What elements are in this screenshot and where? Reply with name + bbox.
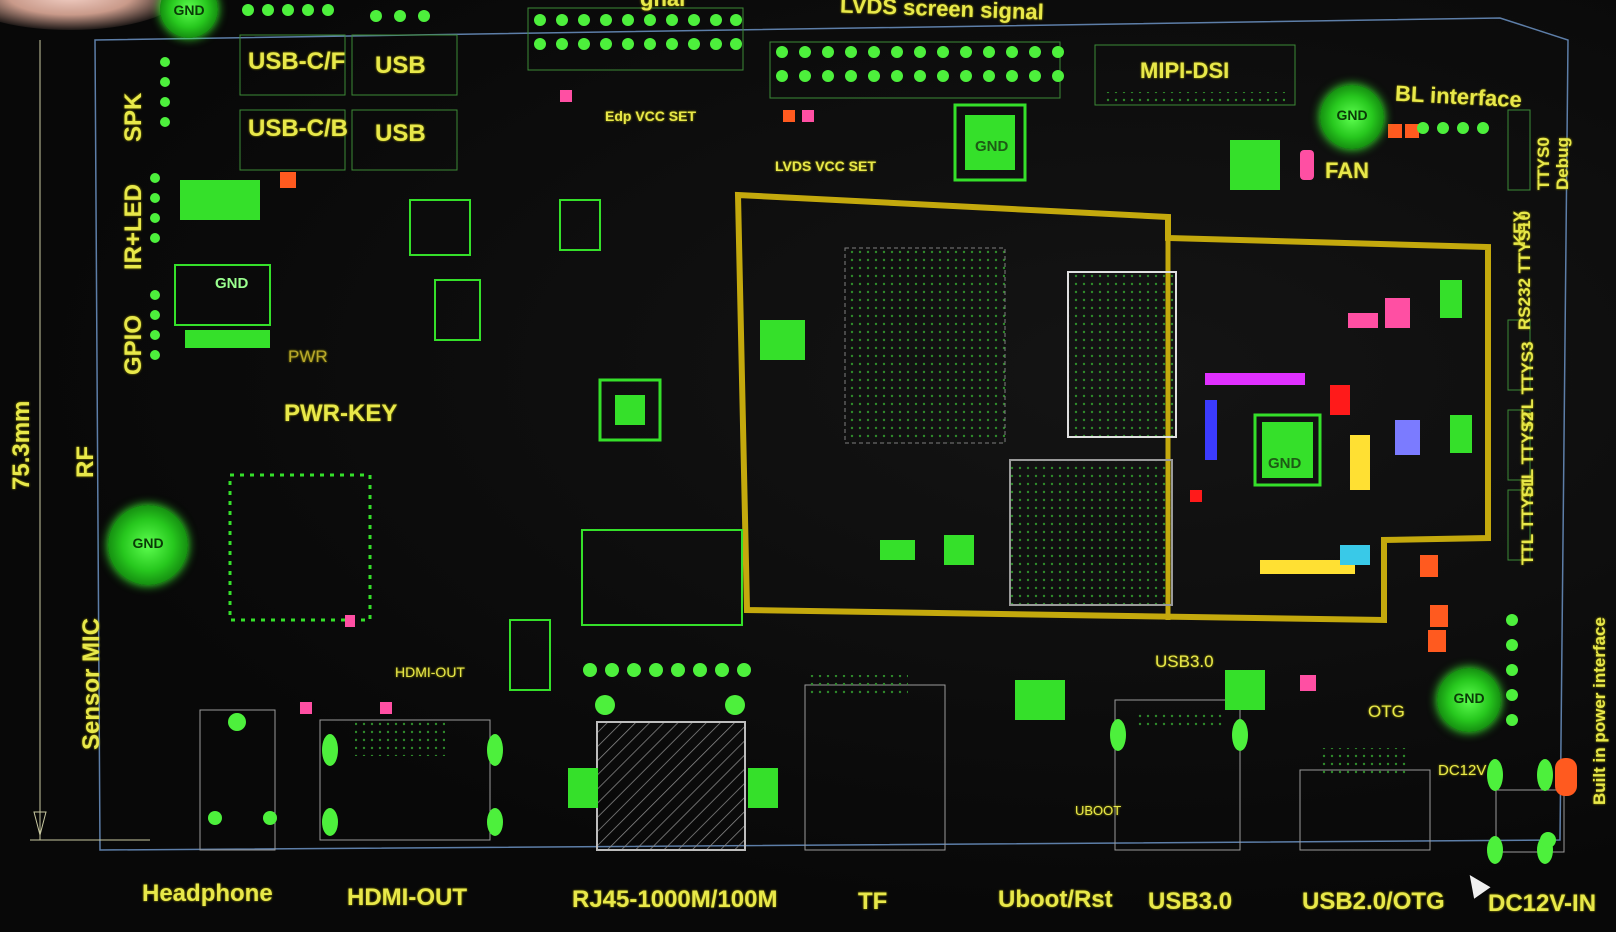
rj45-connector (596, 721, 746, 851)
gpio-label: GPIO (120, 314, 147, 375)
gnd-pad-left: GND (108, 505, 188, 585)
gnd-pad-right: GND (1437, 668, 1501, 732)
usb3-connector (1114, 699, 1241, 851)
fan-label: FAN (1325, 158, 1369, 183)
usb30-label: USB3.0 (1148, 888, 1233, 915)
usb-c-f-label: USB-C/F (248, 48, 346, 75)
usb-label-2: USB (375, 120, 426, 147)
uboot-small-label: UBOOT (1075, 803, 1122, 818)
pmic-gnd-label: GND (1268, 455, 1302, 472)
header-partial-label: gnal (640, 0, 685, 12)
audio-gnd-label: GND (215, 275, 249, 292)
dc-jack (1495, 789, 1565, 853)
hdmi-out-small-label: HDMI-OUT (395, 664, 465, 680)
built-in-power-label: Built in power interface (1590, 617, 1609, 805)
spk-label: SPK (120, 92, 147, 142)
pwr-key-label: PWR-KEY (284, 400, 398, 427)
bga-memory-1 (844, 247, 1006, 444)
pin-rows (150, 4, 1556, 864)
ir-led-label: IR+LED (120, 183, 147, 270)
colored-pads (280, 90, 1577, 796)
lvds-header (769, 41, 1061, 99)
soc-gnd-label: GND (975, 138, 1009, 155)
rj45-label: RJ45-1000M/100M (572, 886, 778, 913)
usb20-otg-label: USB2.0/OTG (1302, 888, 1445, 915)
sensor-mic-label: Sensor MIC (78, 617, 105, 750)
hdmi-out-label: HDMI-OUT (347, 884, 467, 911)
dc12v-small-label: DC12V (1438, 762, 1487, 779)
soc-keepout-outline (734, 191, 1491, 624)
uboot-rst-label: Uboot/Rst (998, 886, 1113, 913)
tf-label: TF (858, 888, 888, 915)
board-outline (94, 17, 1569, 851)
ttys0-debug-label: TTYS0 Debug (1534, 137, 1572, 190)
lvds-vcc-set-label: LVDS VCC SET (775, 158, 876, 174)
usb2-connector (1299, 769, 1431, 851)
ethernet-phy (581, 529, 743, 626)
dimension-label: 75.3mm (8, 400, 35, 490)
bga-memory-2 (1067, 271, 1177, 438)
edp-header (527, 7, 744, 71)
ttl-ttys1-label: TTL TTYS1 (1518, 476, 1537, 565)
tf-slot (804, 684, 946, 851)
usb30-small-label: USB3.0 (1155, 652, 1214, 671)
gnd-pad-fan: GND (1320, 85, 1384, 149)
dc12v-in-label: DC12V-IN (1488, 890, 1597, 917)
headphone-jack (199, 709, 276, 851)
pwr-label: PWR (288, 347, 328, 366)
mipi-dsi-label: MIPI-DSI (1140, 58, 1230, 83)
edp-vcc-set-label: Edp VCC SET (605, 108, 697, 124)
usb-label-1: USB (375, 52, 426, 79)
emmc-chip (1009, 459, 1173, 606)
rs232-ttys10-label: RS232 TTYS10 (1515, 210, 1534, 330)
otg-small-label: OTG (1368, 702, 1405, 721)
headphone-label: Headphone (142, 880, 273, 907)
usb-c-b-label: USB-C/B (248, 115, 348, 142)
rf-label: RF (72, 446, 99, 478)
mcu-qfn (228, 473, 372, 622)
